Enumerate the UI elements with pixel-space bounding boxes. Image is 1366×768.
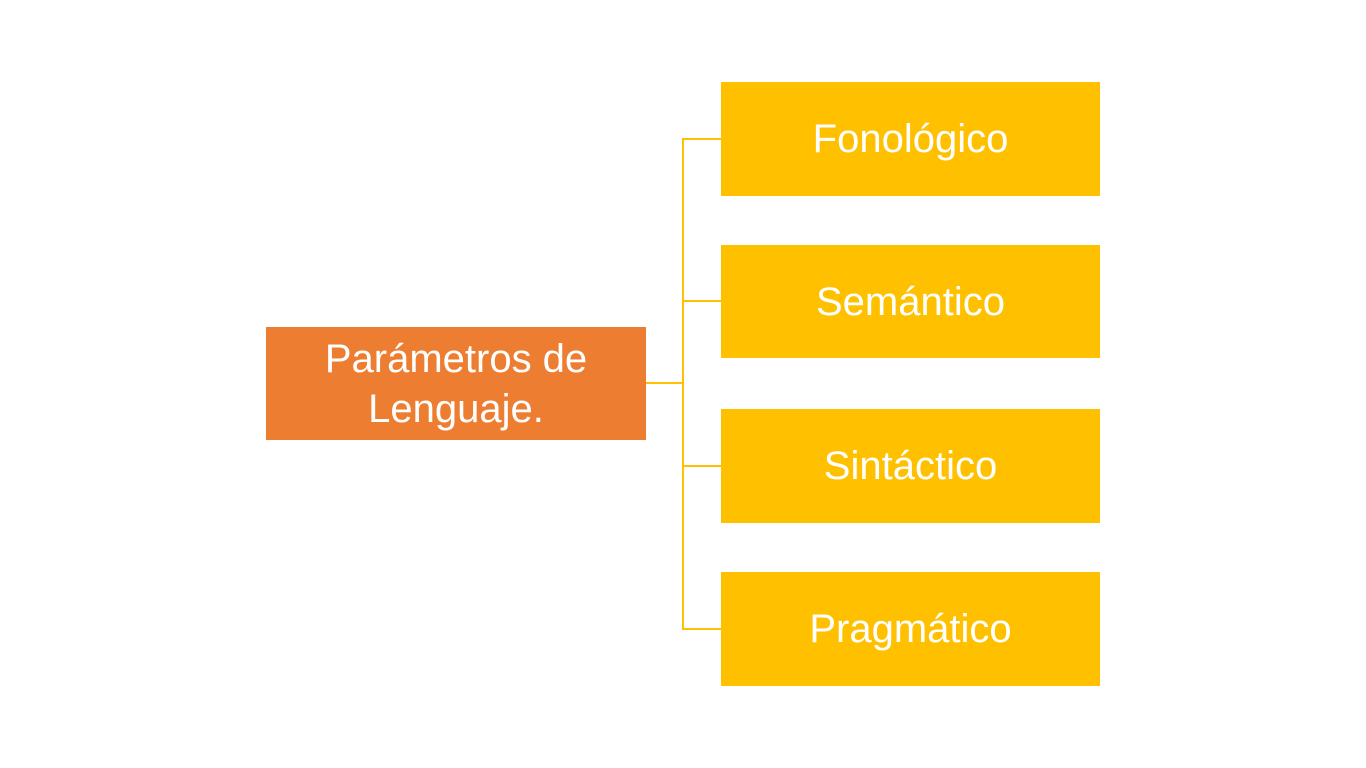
root-node-parametros-de-lenguaje[interactable]: Parámetros de Lenguaje. — [266, 327, 646, 440]
child-node-fonologico[interactable]: Fonológico — [721, 82, 1100, 196]
connector-stub-sintactico — [682, 465, 721, 467]
child-node-sintactico[interactable]: Sintáctico — [721, 409, 1100, 523]
child-node-pragmatico[interactable]: Pragmático — [721, 572, 1100, 686]
connector-stub-semantico — [682, 300, 721, 302]
child-node-semantico[interactable]: Semántico — [721, 245, 1100, 358]
connector-root-line — [646, 382, 684, 384]
child-node-label: Pragmático — [809, 607, 1012, 651]
child-node-label: Semántico — [816, 279, 1005, 324]
child-node-label: Fonológico — [812, 117, 1009, 161]
child-node-label: Sintáctico — [823, 444, 998, 488]
root-node-label: Parámetros de Lenguaje. — [324, 336, 588, 431]
connector-stub-pragmatico — [682, 628, 721, 630]
connector-stub-fonologico — [682, 138, 721, 140]
connector-trunk-line — [682, 138, 684, 630]
